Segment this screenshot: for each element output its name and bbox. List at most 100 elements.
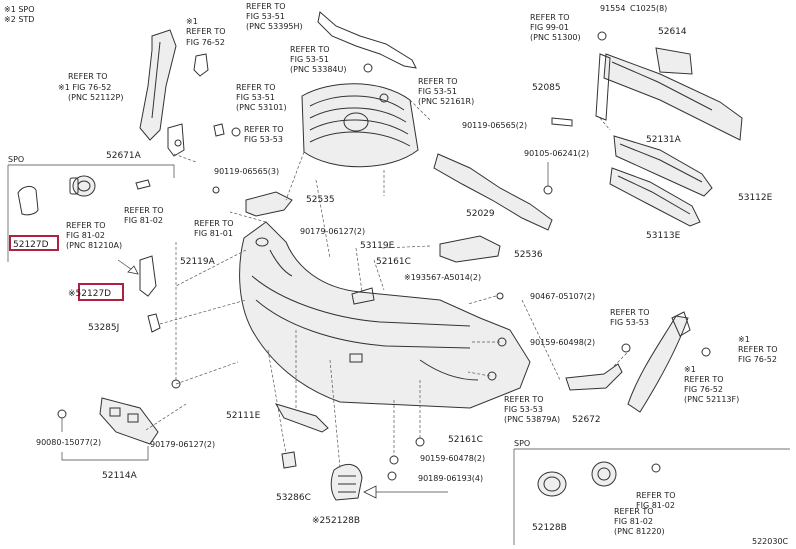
screw-left (135, 179, 151, 190)
bracket-52535 (212, 186, 293, 217)
highlight-52127D-b (78, 283, 124, 301)
label-52671A: 52671A (106, 151, 142, 161)
seal-53285J (147, 313, 161, 333)
ref-76-52-a: ※1 REFER TO FIG 76-52 (186, 17, 228, 47)
clip-bumper-center (351, 287, 375, 305)
fog-cover-52128B (330, 463, 363, 501)
bolt-90119 (551, 117, 573, 127)
left-clips (78, 255, 161, 333)
label-52114A: 52114A (102, 471, 138, 481)
ref-81-02-b: REFER TO FIG 81-02 (PNC 81210A) (66, 221, 122, 250)
label-52672: 52672 (572, 415, 601, 425)
label-53112E: 53112E (738, 193, 773, 203)
label-52128B-a: ※252128B (312, 516, 360, 526)
spo-left-section: SPO (7, 155, 175, 262)
ref-99-01: REFER TO FIG 99-01 (PNC 51300) (530, 13, 581, 42)
label-193567: ※193567-A5014(2) (404, 273, 481, 282)
ref-76-52-b: REFER TO ※1 FIG 76-52 (PNC 52112P) (58, 72, 123, 102)
arrow-52128B (363, 485, 377, 499)
label-52131A: 52131A (646, 135, 682, 145)
label-53119E: 53119E (360, 241, 395, 251)
bracket-52085 (595, 53, 611, 121)
legend-line-2: ※2 STD (4, 15, 34, 24)
lower-centre (274, 403, 448, 501)
absorber-52614 (655, 47, 693, 75)
leader-lines (61, 99, 631, 469)
legend-line-1: ※1 SPO (4, 5, 35, 14)
bumper-cover-52119A (239, 221, 531, 409)
ref-81-01-a: REFER TO FIG 81-01 (194, 219, 236, 238)
label-53113E: 53113E (646, 231, 681, 241)
fog-lamp-left (72, 175, 96, 197)
ref-53-53-c: REFER TO FIG 53-53 (PNC 53879A) (504, 395, 560, 424)
label-52127D-b: ※52127D (68, 289, 111, 299)
label-90159-60498: 90159-60498(2) (530, 338, 595, 347)
label-90159-60478: 90159-60478(2) (420, 454, 485, 463)
lower-grilles (609, 135, 713, 227)
side-retainer-52671A (139, 29, 225, 157)
radiator-grille (231, 11, 419, 168)
ref-53-51-a: REFER TO FIG 53-51 (PNC 53395H) (246, 2, 303, 31)
ref-53-53-b: REFER TO FIG 53-53 (610, 308, 652, 327)
part-labels: 91554 C1025(8) 52614 52085 90119-06565(2… (13, 4, 789, 546)
ref-53-51-d: REFER TO FIG 53-51 (PNC 52161R) (418, 77, 474, 106)
ref-81-02-d: REFER TO FIG 81-02 (636, 491, 678, 510)
label-90179-06127-2a: 90179-06127(2) (300, 227, 365, 236)
label-52614: 52614 (658, 27, 687, 37)
bracket-52536 (439, 235, 501, 263)
label-90119-06565-2: 90119-06565(2) (462, 121, 527, 130)
label-52161C-b: 52161C (448, 435, 483, 445)
label-52119A: 52119A (180, 257, 216, 267)
label-52085: 52085 (532, 83, 561, 93)
lower-retainer-52114A (57, 379, 181, 445)
label-53285J: 53285J (88, 323, 119, 333)
label-52111E: 52111E (226, 411, 261, 421)
diagram-id: 522030C (752, 537, 789, 546)
label-90119-06565-3: 90119-06565(3) (214, 167, 279, 176)
ref-76-52-c: ※1 REFER TO FIG 76-52 (738, 335, 780, 364)
refer-labels: REFER TO FIG 53-51 (PNC 53395H) ※1 REFER… (58, 2, 780, 536)
label-90105-06241: 90105-06241(2) (524, 149, 589, 158)
screw-right (651, 463, 661, 473)
bumper-reinforcement-52131A (551, 31, 743, 141)
label-52029: 52029 (466, 209, 495, 219)
ref-81-02-c: REFER TO FIG 81-02 (PNC 81220) (614, 507, 665, 536)
label-52128B-b: 52128B (532, 523, 567, 533)
fog-lamp-hole (349, 353, 363, 363)
clip-left-lower (213, 123, 225, 137)
label-90467-05107: 90467-05107(2) (530, 292, 595, 301)
nut-91554 (597, 31, 607, 41)
fog-lamp-right (591, 461, 617, 487)
label-52127D-a: 52127D (13, 240, 49, 250)
ref-53-51-b: REFER TO FIG 53-51 (PNC 53384U) (290, 45, 346, 74)
label-52161C-a: 52161C (376, 257, 411, 267)
label-53286C: 53286C (276, 493, 311, 503)
grille-upper-molding (317, 11, 417, 69)
spo-bottom-section: SPO (513, 439, 790, 545)
ref-76-52-d: ※1 REFER TO FIG 76-52 (PNC 52113F) (684, 365, 739, 404)
bracket-52127D (139, 255, 157, 297)
fog-ring-right (537, 471, 567, 497)
spo-bottom-label: SPO (514, 439, 530, 448)
molding-52111E (274, 403, 329, 433)
ref-53-53-a: REFER TO FIG 53-53 (244, 125, 286, 144)
highlight-52127D-a (9, 235, 59, 251)
label-52535: 52535 (306, 195, 335, 205)
clip-left-upper (193, 53, 209, 77)
ref-81-02-a: REFER TO FIG 81-02 (124, 206, 166, 225)
side-retainer-52672 (487, 292, 711, 413)
spo-left-label: SPO (8, 155, 24, 164)
fog-bezel-bracket-left (17, 185, 39, 216)
label-91554: 91554 (600, 4, 625, 13)
label-52536: 52536 (514, 250, 543, 260)
label-90189-06193: 90189-06193(4) (418, 474, 483, 483)
label-90080-15077: 90080-15077(2) (36, 438, 101, 447)
bolt-90105 (543, 185, 553, 195)
cover-53286C (281, 451, 297, 469)
ref-53-51-c: REFER TO FIG 53-51 (PNC 53101) (236, 83, 287, 112)
label-90179-06127-2b: 90179-06127(2) (150, 440, 215, 449)
support-52029 (433, 153, 553, 231)
label-C1025: C1025(8) (630, 4, 667, 13)
molding-right (627, 315, 689, 413)
